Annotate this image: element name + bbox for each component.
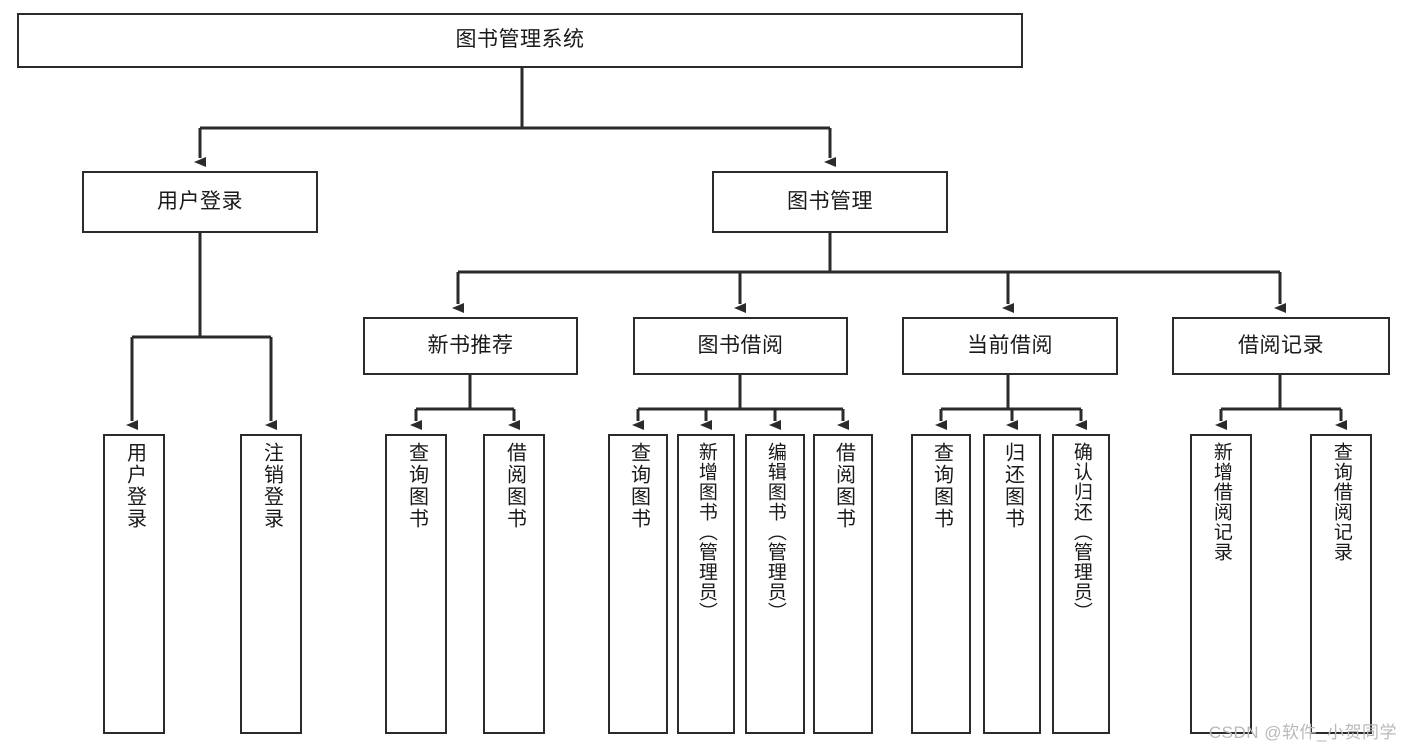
node-leaf-add-book[interactable]: 新增图书（管理员） <box>677 434 735 734</box>
node-borrow-record-label: 借阅记录 <box>1238 333 1324 357</box>
node-leaf-query-book-1[interactable]: 查询图书 <box>385 434 447 734</box>
node-leaf-query-book-2-label: 查询图书 <box>627 442 650 530</box>
node-leaf-confirm-return[interactable]: 确认归还（管理员） <box>1052 434 1110 734</box>
node-leaf-user-login[interactable]: 用户登录 <box>103 434 165 734</box>
node-book-manage[interactable]: 图书管理 <box>712 171 948 233</box>
node-user-login-label: 用户登录 <box>157 189 243 213</box>
node-leaf-add-record-label: 新增借阅记录 <box>1210 442 1232 562</box>
node-user-login[interactable]: 用户登录 <box>82 171 318 233</box>
node-leaf-edit-book-label: 编辑图书（管理员） <box>764 442 786 622</box>
node-leaf-user-login-label: 用户登录 <box>123 442 146 530</box>
node-leaf-query-book-2[interactable]: 查询图书 <box>608 434 668 734</box>
node-leaf-borrow-book-1[interactable]: 借阅图书 <box>483 434 545 734</box>
node-leaf-user-logout[interactable]: 注销登录 <box>240 434 302 734</box>
node-leaf-borrow-book-2[interactable]: 借阅图书 <box>813 434 873 734</box>
node-current-borrow-label: 当前借阅 <box>967 333 1053 357</box>
node-book-borrow-label: 图书借阅 <box>697 333 784 357</box>
node-root-label: 图书管理系统 <box>455 28 585 52</box>
node-new-book-rec[interactable]: 新书推荐 <box>363 317 578 375</box>
node-leaf-query-book-1-label: 查询图书 <box>405 442 428 530</box>
node-new-book-rec-label: 新书推荐 <box>427 333 514 357</box>
node-leaf-query-record[interactable]: 查询借阅记录 <box>1310 434 1372 734</box>
node-leaf-return-book[interactable]: 归还图书 <box>983 434 1041 734</box>
node-leaf-query-book-3[interactable]: 查询图书 <box>911 434 971 734</box>
node-leaf-return-book-label: 归还图书 <box>1001 442 1024 530</box>
node-leaf-query-book-3-label: 查询图书 <box>930 442 953 530</box>
node-current-borrow[interactable]: 当前借阅 <box>902 317 1118 375</box>
node-leaf-borrow-book-1-label: 借阅图书 <box>503 442 526 530</box>
node-leaf-query-record-label: 查询借阅记录 <box>1330 442 1352 562</box>
node-leaf-add-book-label: 新增图书（管理员） <box>695 442 717 622</box>
node-leaf-borrow-book-2-label: 借阅图书 <box>832 442 855 530</box>
node-root[interactable]: 图书管理系统 <box>17 13 1023 68</box>
node-leaf-add-record[interactable]: 新增借阅记录 <box>1190 434 1252 734</box>
node-book-borrow[interactable]: 图书借阅 <box>633 317 848 375</box>
node-leaf-edit-book[interactable]: 编辑图书（管理员） <box>745 434 805 734</box>
node-leaf-confirm-return-label: 确认归还（管理员） <box>1070 442 1092 622</box>
node-leaf-user-logout-label: 注销登录 <box>260 442 283 530</box>
node-book-manage-label: 图书管理 <box>787 189 873 213</box>
node-borrow-record[interactable]: 借阅记录 <box>1172 317 1390 375</box>
